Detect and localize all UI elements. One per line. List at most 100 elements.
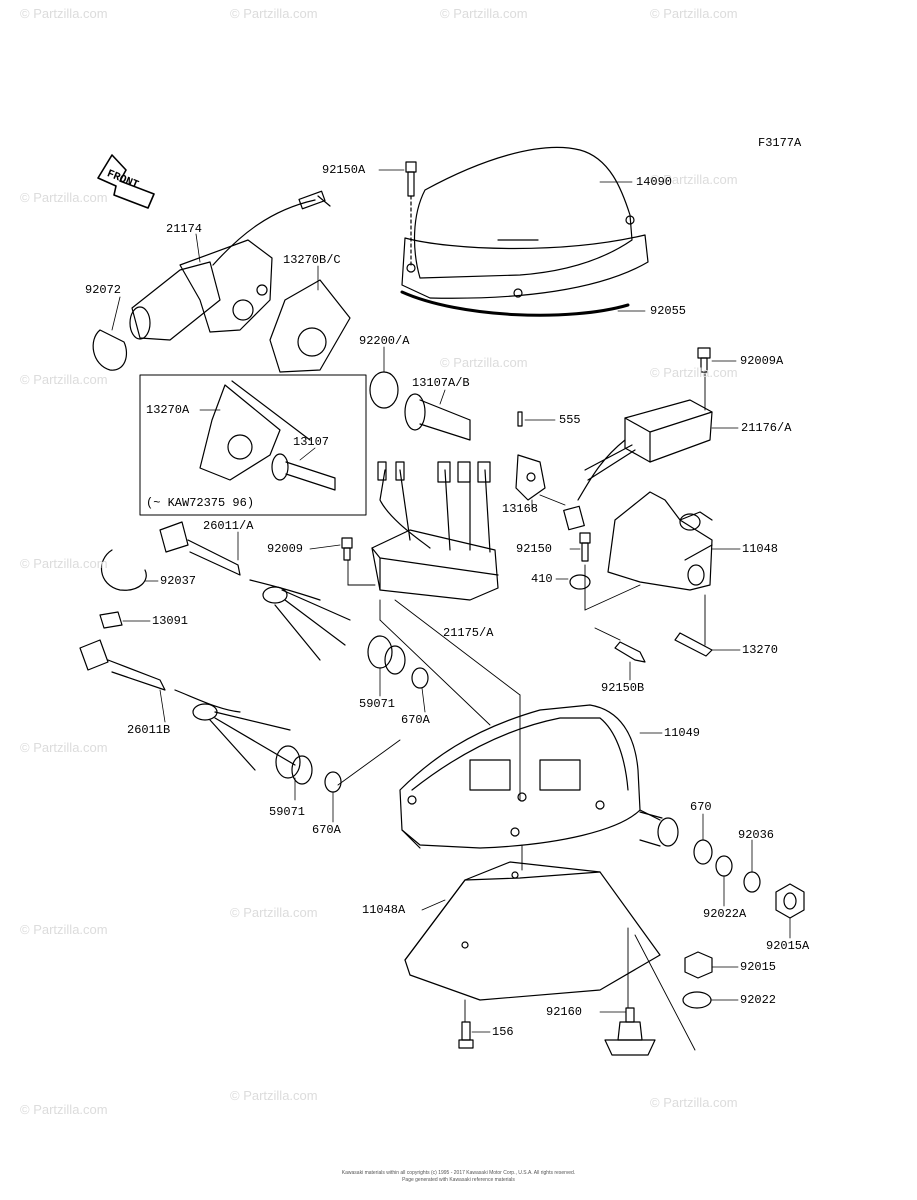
shaft-13107AB (404, 393, 471, 441)
watermark: © Partzilla.com (440, 355, 528, 370)
part-label-13270: 13270 (742, 643, 779, 657)
bolt-92009A (697, 347, 711, 373)
bolt-156 (458, 1021, 474, 1049)
variant-note: (~ KAW72375 96) (146, 496, 255, 510)
part-label-92150A: 92150A (322, 163, 366, 177)
bolt-92009 (341, 537, 353, 561)
part-label-156: 156 (492, 1025, 514, 1039)
watermark: © Partzilla.com (650, 6, 738, 21)
figure-code: F3177A (758, 136, 802, 150)
part-label-21175A: 21175/A (443, 626, 494, 640)
part-label-92150B: 92150B (601, 681, 645, 695)
harness-26011B (79, 639, 296, 771)
leader-lines (111, 169, 791, 1033)
controller-21176A (563, 399, 713, 531)
part-label-92150: 92150 (516, 542, 553, 556)
shaft-13107 (271, 453, 336, 491)
part-label-13270BC: 13270B/C (283, 253, 341, 267)
part-label-13091: 13091 (152, 614, 189, 628)
bolt-92150A (405, 161, 417, 269)
part-label-26011B: 26011B (127, 723, 171, 737)
part-label-21176A: 21176/A (741, 421, 792, 435)
part-label-13107: 13107 (293, 435, 330, 449)
cover-14090 (401, 146, 649, 299)
unit-21175A (371, 461, 499, 601)
bolt-92150B (614, 641, 646, 663)
grommet-59071-b (275, 745, 313, 785)
bolt-92150 (579, 532, 591, 562)
part-label-21174: 21174 (166, 222, 203, 236)
bracket-11048 (607, 491, 713, 591)
watermark: © Partzilla.com (230, 6, 318, 21)
watermark: © Partzilla.com (230, 1088, 318, 1103)
watermark: © Partzilla.com (20, 1102, 108, 1117)
washer-92022 (682, 991, 712, 1009)
part-label-59071-b: 59071 (269, 805, 306, 819)
part-label-13270A: 13270A (146, 403, 190, 417)
part-label-92037: 92037 (160, 574, 197, 588)
assembly-lines (337, 371, 706, 1051)
part-label-555: 555 (559, 413, 581, 427)
part-label-92072: 92072 (85, 283, 122, 297)
motor-21174 (129, 190, 331, 341)
mount-92160 (604, 1007, 656, 1056)
part-label-59071-a: 59071 (359, 697, 396, 711)
washer-410 (569, 574, 591, 590)
part-label-92055: 92055 (650, 304, 687, 318)
part-label-92200A: 92200/A (359, 334, 410, 348)
part-label-670: 670 (690, 800, 712, 814)
oring-670 (693, 839, 713, 865)
watermark: © Partzilla.com (20, 190, 108, 205)
part-label-92160: 92160 (546, 1005, 583, 1019)
part-label-11048A: 11048A (362, 903, 406, 917)
copyright-line-2: Page generated with Kawasaki reference m… (402, 1177, 515, 1183)
pin-555 (517, 411, 523, 427)
oring-670A-b (324, 771, 342, 793)
watermark: © Partzilla.com (20, 922, 108, 937)
housing-11049 (399, 704, 679, 849)
washer-92022A (715, 855, 733, 877)
part-label-13168: 13168 (502, 502, 539, 516)
part-label-92015: 92015 (740, 960, 777, 974)
nut-92015A (775, 883, 805, 919)
watermark: © Partzilla.com (650, 172, 738, 187)
plate-13270 (674, 632, 713, 657)
gasket-92055 (400, 290, 630, 317)
plate-13270A (199, 384, 281, 481)
part-label-92009: 92009 (267, 542, 304, 556)
part-label-11048: 11048 (742, 542, 779, 556)
lever-13168 (515, 454, 546, 501)
watermark: © Partzilla.com (20, 556, 108, 571)
watermark: © Partzilla.com (230, 905, 318, 920)
watermark: © Partzilla.com (650, 1095, 738, 1110)
watermark: © Partzilla.com (440, 6, 528, 21)
part-label-26011A: 26011/A (203, 519, 254, 533)
nut-92015 (684, 951, 713, 979)
oring-670A-a (411, 667, 429, 689)
part-label-14090: 14090 (636, 175, 673, 189)
copyright-line: Kawasaki materials within all copyrights… (341, 1170, 576, 1176)
plate-13270BC (269, 279, 351, 373)
grommet-59071-a (367, 635, 406, 675)
part-label-11049: 11049 (664, 726, 701, 740)
part-label-92036: 92036 (738, 828, 775, 842)
watermark: © Partzilla.com (20, 6, 108, 21)
clamp-92072 (92, 329, 128, 371)
part-label-92015A: 92015A (766, 939, 810, 953)
clip-13091 (99, 611, 123, 629)
variant-inset-frame (139, 374, 367, 516)
clamp-92037 (100, 549, 147, 591)
watermark: © Partzilla.com (20, 372, 108, 387)
oring-92200A (369, 371, 399, 409)
part-label-670A-b: 670A (312, 823, 341, 837)
harness-26011A (159, 521, 351, 661)
part-label-410: 410 (531, 572, 553, 586)
front-arrow-icon (97, 154, 155, 209)
part-label-13107AB: 13107A/B (412, 376, 470, 390)
watermark: © Partzilla.com (20, 740, 108, 755)
part-label-92022A: 92022A (703, 907, 747, 921)
part-label-92022: 92022 (740, 993, 777, 1007)
part-label-92009A: 92009A (740, 354, 784, 368)
plate-11048A (404, 861, 661, 1001)
